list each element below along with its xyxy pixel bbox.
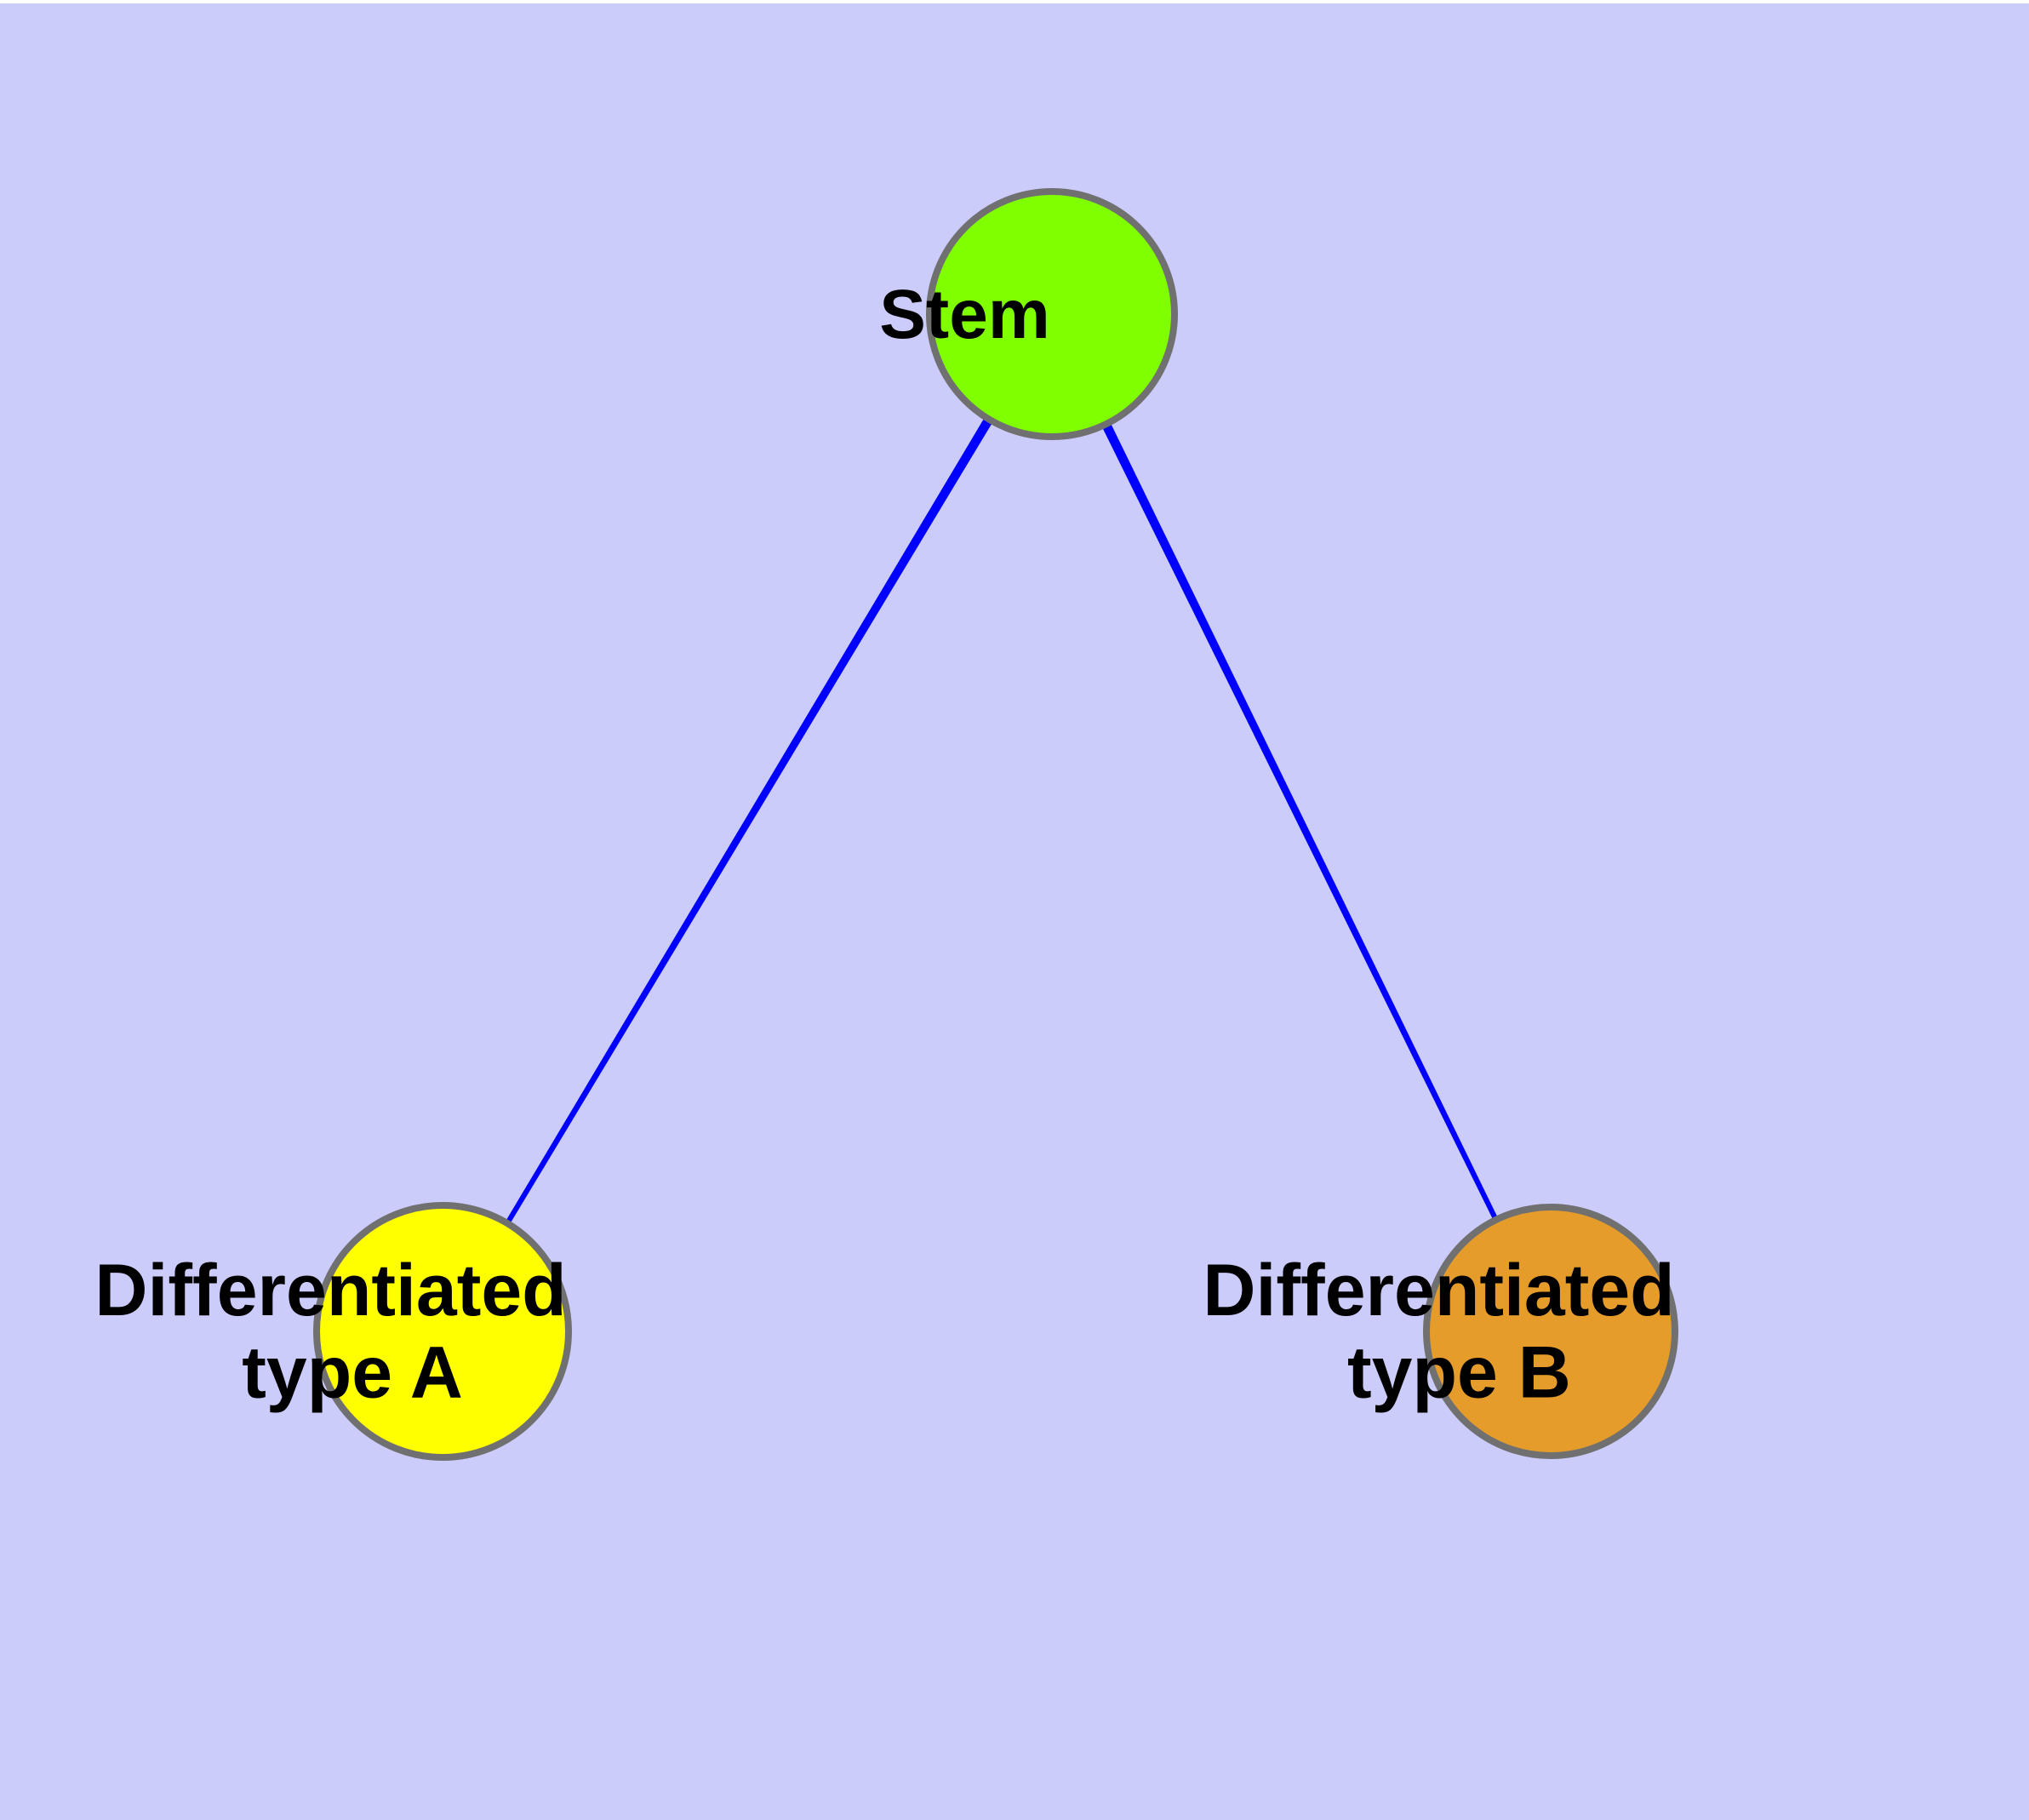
node-diff-b-label-line2: type B	[1347, 1331, 1571, 1413]
node-stem-circle[interactable]	[926, 188, 1178, 440]
edge-stem-to-diff-b[interactable]	[1102, 423, 1498, 1220]
node-stem-label-line1: Stem	[879, 276, 1050, 353]
node-diff-a-circle[interactable]	[313, 1202, 572, 1461]
node-diff-a-label-line1: Differentiated	[94, 1250, 566, 1331]
node-diff-a-label: Differentiated type A	[0, 3, 791, 1413]
edge-stem-to-diff-a[interactable]	[506, 418, 992, 1223]
label-layer: Stem Differentiated type A Differentiate…	[0, 3, 1899, 1414]
node-diff-a-label-line2: type A	[242, 1331, 461, 1413]
edge-layer	[506, 418, 1498, 1223]
node-diff-b-circle[interactable]	[1423, 1204, 1678, 1459]
node-stem-label: Stem	[0, 3, 1225, 353]
node-diff-b-label: Differentiated type B	[0, 3, 1899, 1413]
network-graph: Stem Differentiated type A Differentiate…	[0, 3, 1899, 1461]
node-diff-b[interactable]	[1423, 1204, 1678, 1459]
node-layer	[313, 188, 1678, 1461]
node-stem[interactable]	[926, 188, 1178, 440]
diagram-background: Stem Differentiated type A Differentiate…	[0, 3, 2029, 1820]
node-diff-b-label-line1: Differentiated	[1203, 1250, 1674, 1331]
node-diff-a[interactable]	[313, 1202, 572, 1461]
